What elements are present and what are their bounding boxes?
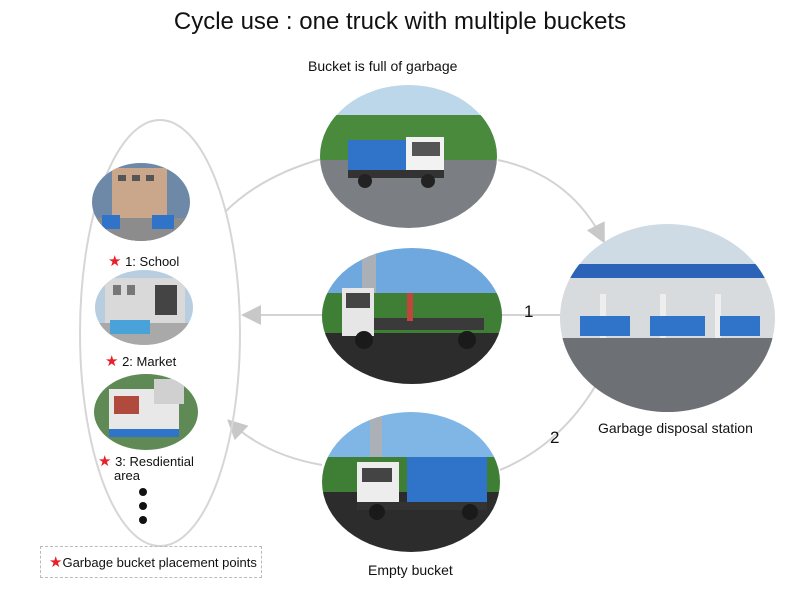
arrow-empty-to-points <box>230 422 322 465</box>
point-name-line2: area <box>98 468 140 483</box>
star-icon: ★ <box>105 353 118 370</box>
more-dot <box>139 516 147 524</box>
point-name: School <box>140 254 180 269</box>
market-photo <box>95 270 193 345</box>
point-number: 1: <box>125 254 136 269</box>
full-bucket-truck-photo <box>320 85 497 228</box>
star-icon: ★ <box>49 553 62 571</box>
arrow-points-to-full <box>225 158 325 212</box>
point-number: 2: <box>122 354 133 369</box>
point-name: Resdiential <box>130 454 194 469</box>
residential-photo <box>94 374 198 450</box>
more-dot <box>139 502 147 510</box>
label-full-bucket: Bucket is full of garbage <box>308 58 457 74</box>
empty-bucket-truck-photo <box>322 412 500 552</box>
step-1-label: 1 <box>524 302 533 322</box>
label-empty-bucket: Empty bucket <box>368 562 453 578</box>
point-market: ★ 2: Market <box>105 352 176 370</box>
page-title: Cycle use : one truck with multiple buck… <box>0 8 800 36</box>
disposal-station-photo <box>560 224 775 412</box>
point-name: Market <box>137 354 177 369</box>
step-2-label: 2 <box>550 428 559 448</box>
point-school: ★ 1: School <box>108 252 179 270</box>
point-residential: ★ 3: Resdiential area <box>98 455 194 483</box>
school-photo <box>92 163 190 241</box>
point-number: 3: <box>115 454 126 469</box>
label-disposal-station: Garbage disposal station <box>598 420 753 436</box>
legend-label: Garbage bucket placement points <box>62 555 256 570</box>
more-dot <box>139 488 147 496</box>
star-icon: ★ <box>108 253 121 270</box>
hook-arm-truck-photo <box>322 248 502 384</box>
legend: ★ Garbage bucket placement points <box>40 546 262 578</box>
